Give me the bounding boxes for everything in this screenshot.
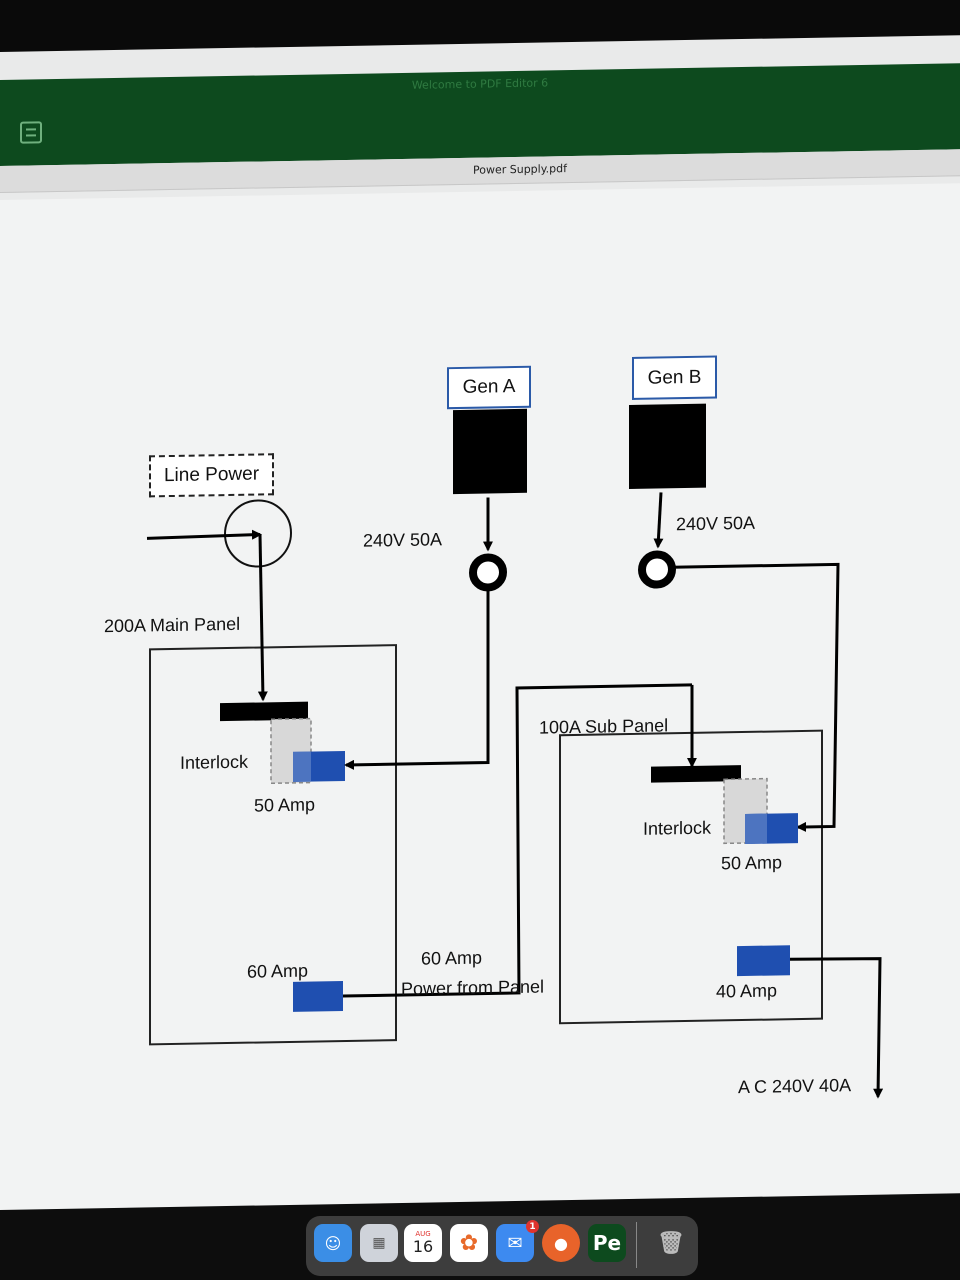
sub-bus-bar [651,765,741,783]
gen-b-to-sub-wire [672,562,840,832]
gen-a-unit [453,408,527,495]
mail-icon[interactable]: ✉ 1 [496,1220,539,1262]
sub-panel-label: 100A Sub Panel [539,715,669,738]
firefox-icon[interactable]: ● [542,1224,580,1262]
main-50amp-label: 50 Amp [254,794,316,816]
gen-b-feed-wire [653,492,664,549]
launchpad-icon[interactable]: ▦ [360,1224,398,1262]
main-50amp-overlap [293,751,311,782]
line-power-meter [224,499,292,568]
gen-b-label: Gen B [632,355,717,400]
finder-icon[interactable]: ☺ [314,1224,352,1262]
window-title: Welcome to PDF Editor 6 [411,76,549,92]
feed-60amp-label: 60 Amp [421,947,483,969]
feed-power-label: Power from Panel [401,976,545,1000]
sub-50amp-overlap [745,813,767,844]
ac-output-wire [789,957,884,1099]
sub-50amp-label: 50 Amp [721,852,783,874]
dock-divider [636,1222,637,1268]
gen-a-label: Gen A [447,365,531,410]
calendar-month: AUG [415,1230,431,1238]
pdf-canvas[interactable]: Line Power Gen A Gen B 200A Main Panel 2… [0,183,960,1210]
panel-feed-wire [343,683,692,998]
gen-b-inlet [638,550,676,589]
calendar-day: 16 [412,1237,434,1256]
trash-icon[interactable]: 🗑 [657,1230,685,1256]
pdf-editor-icon[interactable]: Pe [588,1224,626,1262]
sub-40amp-breaker [737,945,790,977]
sub-interlock-label: Interlock [643,817,712,839]
main-interlock-label: Interlock [180,751,249,773]
dock: ☺ ▦ AUG 16 ✿ ✉ 1 ● Pe 🗑 [306,1216,698,1276]
mail-badge: 1 [526,1220,539,1233]
main-60amp-label: 60 Amp [247,960,309,982]
sub-40amp-label: 40 Amp [716,980,778,1002]
line-power-label: Line Power [149,453,274,498]
photos-icon[interactable]: ✿ [450,1224,488,1262]
power-supply-diagram [146,403,884,1099]
gen-a-rating-label: 240V 50A [363,529,443,551]
gen-a-to-main-wire [344,587,490,770]
gen-b-rating-label: 240V 50A [676,512,756,535]
gen-a-inlet [469,553,507,592]
title-bar: Welcome to PDF Editor 6 [0,63,960,167]
calendar-icon[interactable]: AUG 16 [404,1224,442,1262]
sidebar-toggle-icon[interactable] [20,121,42,144]
line-power-input-wire [146,529,262,540]
ac-output-label: A C 240V 40A [738,1075,852,1098]
app-window: Welcome to PDF Editor 6 Power Supply.pdf [0,35,960,1210]
main-panel-box [149,644,397,1046]
main-panel-label: 200A Main Panel [104,613,241,637]
line-power-to-bus-wire [257,534,268,702]
main-bus-bar [220,701,308,722]
main-60amp-breaker [293,981,343,1012]
gen-b-unit [629,403,706,490]
